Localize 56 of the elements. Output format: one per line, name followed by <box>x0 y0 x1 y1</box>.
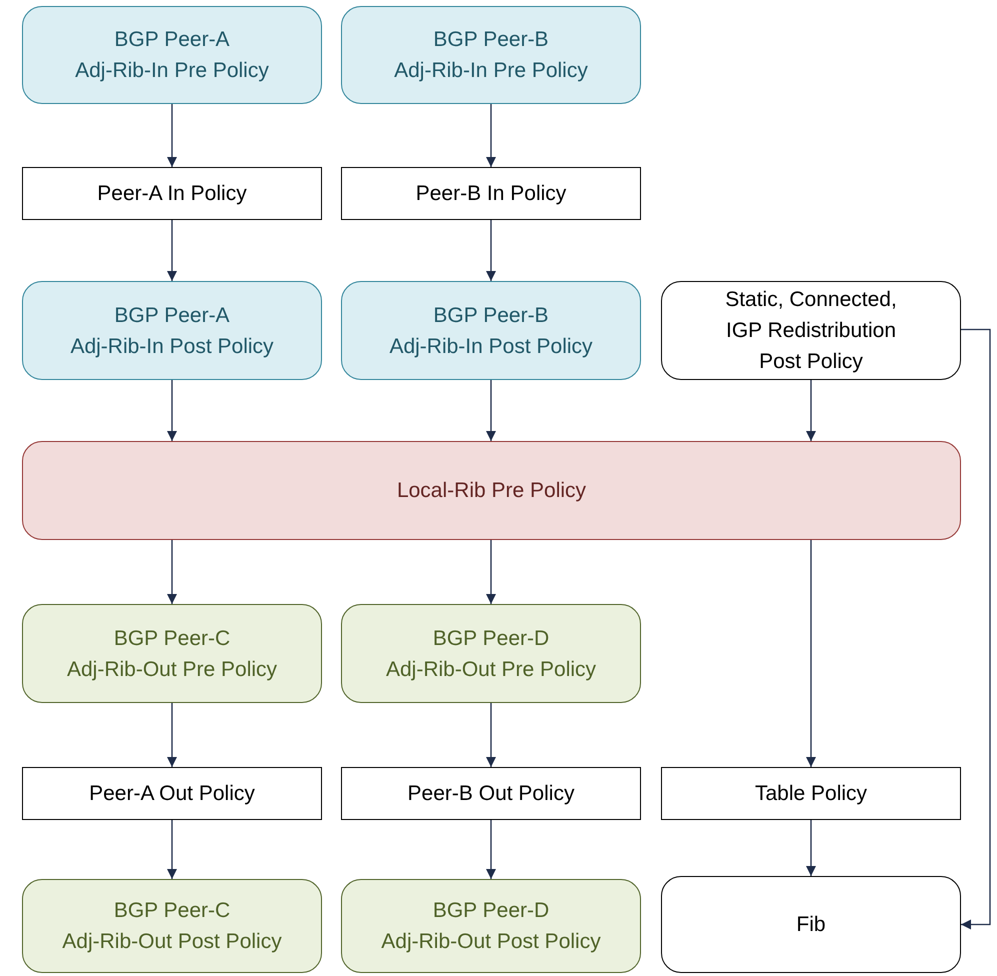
node-label: Adj-Rib-In Pre Policy <box>394 58 588 84</box>
policy-box <box>22 167 322 220</box>
rounded-box <box>661 876 961 973</box>
node-label: Adj-Rib-Out Post Policy <box>381 929 601 955</box>
arrow <box>806 540 816 767</box>
node-heading: BGP Peer-D <box>432 626 550 652</box>
node-heading: BGP Peer-B <box>433 302 549 328</box>
policy-box <box>22 767 322 820</box>
rounded-box <box>22 441 961 540</box>
node-label: Adj-Rib-Out Post Policy <box>62 929 282 955</box>
node-heading: BGP Peer-C <box>114 626 230 652</box>
node-heading: BGP Peer-A <box>114 27 230 53</box>
arrow <box>486 703 496 767</box>
arrow <box>167 540 177 604</box>
node-heading: BGP Peer-D <box>432 898 550 924</box>
node-heading: BGP Peer-A <box>114 302 230 328</box>
node-label: Peer-A In Policy <box>97 181 247 207</box>
policy-box <box>661 767 961 820</box>
arrow <box>486 104 496 167</box>
rounded-box <box>341 604 641 703</box>
node-label: Table Policy <box>754 781 868 807</box>
node-label: Adj-Rib-In Pre Policy <box>75 58 269 84</box>
arrow <box>167 703 177 767</box>
node-label: Peer-B Out Policy <box>408 781 574 807</box>
node-label: Adj-Rib-In Post Policy <box>389 334 593 360</box>
arrow <box>806 820 816 876</box>
rounded-box <box>22 281 322 380</box>
arrow <box>167 220 177 281</box>
rounded-box <box>341 6 641 104</box>
rounded-box <box>22 879 322 973</box>
arrow <box>486 820 496 879</box>
node-label: Adj-Rib-In Post Policy <box>70 334 274 360</box>
arrow <box>167 104 177 167</box>
arrow <box>167 380 177 441</box>
rounded-box <box>22 604 322 703</box>
node-label: Peer-A Out Policy <box>89 781 255 807</box>
node-label: Peer-B In Policy <box>416 181 566 207</box>
policy-box <box>341 767 641 820</box>
arrow <box>961 328 991 930</box>
arrow <box>486 380 496 441</box>
arrow <box>486 540 496 604</box>
node-heading: BGP Peer-B <box>433 27 549 53</box>
rounded-box <box>661 281 961 380</box>
rounded-box <box>341 879 641 973</box>
rounded-box <box>22 6 322 104</box>
arrow <box>806 380 816 441</box>
node-label: Adj-Rib-Out Pre Policy <box>66 656 278 682</box>
node-label: Static, Connected, IGP Redistribution Post Policy <box>724 287 898 375</box>
arrow <box>167 820 177 879</box>
node-heading: BGP Peer-C <box>114 898 230 924</box>
node-label: Local-Rib Pre Policy <box>396 478 586 504</box>
node-label: Fib <box>796 912 826 938</box>
policy-box <box>341 167 641 220</box>
arrow <box>486 220 496 281</box>
rounded-box <box>341 281 641 380</box>
node-label: Adj-Rib-Out Pre Policy <box>386 656 596 682</box>
